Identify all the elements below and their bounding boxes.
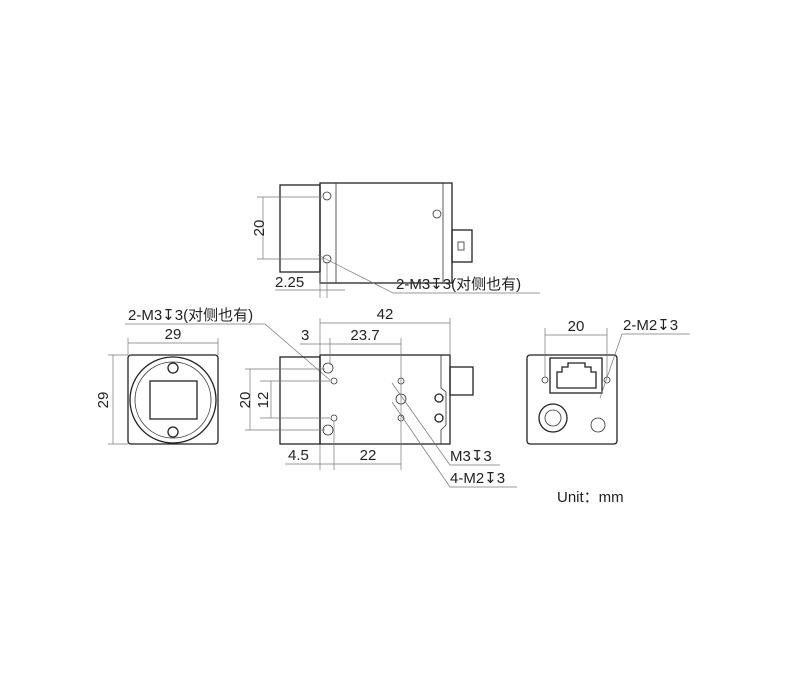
dim-front-height: 29 [95, 392, 112, 409]
dim-top-height: 20 [251, 220, 268, 237]
ethernet-port-icon [556, 362, 597, 389]
front-view: 29 29 2-M3↧3(对侧也有) [95, 307, 331, 445]
dim-side-23-7: 23.7 [350, 327, 379, 344]
screw-icon [167, 362, 179, 374]
connector [449, 366, 474, 396]
back-view: 20 2-M2↧3 [526, 317, 690, 445]
callout-side-m2: 4-M2↧3 [450, 470, 505, 487]
connector [451, 229, 473, 263]
dim-side-length: 42 [377, 306, 394, 323]
unit-label: Unit：mm [557, 489, 624, 506]
top-view: 20 2.25 2-M3↧3(对侧也有) [251, 182, 540, 298]
callout-front: 2-M3↧3(对侧也有) [128, 307, 253, 324]
dim-side-4-5: 4.5 [288, 447, 309, 464]
mount-hole [322, 254, 332, 264]
dim-top-offset: 2.25 [275, 274, 304, 291]
side-view: 42 3 23.7 20 12 4.5 22 M3↧3 4-M2↧3 [237, 306, 517, 488]
screw-icon [434, 413, 444, 423]
screw-icon [432, 209, 442, 219]
power-connector [538, 403, 568, 433]
screw-icon [167, 426, 179, 438]
screw-icon [434, 393, 444, 403]
mount-hole [322, 191, 332, 201]
dim-side-20: 20 [237, 392, 254, 409]
dim-side-3: 3 [301, 327, 309, 344]
callout-top: 2-M3↧3(对侧也有) [396, 276, 521, 293]
dim-side-12: 12 [255, 392, 272, 409]
dim-front-width: 29 [165, 326, 182, 343]
dim-back-width: 20 [568, 318, 585, 335]
callout-side-m3: M3↧3 [450, 448, 492, 465]
dim-side-22: 22 [360, 447, 377, 464]
callout-back: 2-M2↧3 [623, 317, 678, 334]
